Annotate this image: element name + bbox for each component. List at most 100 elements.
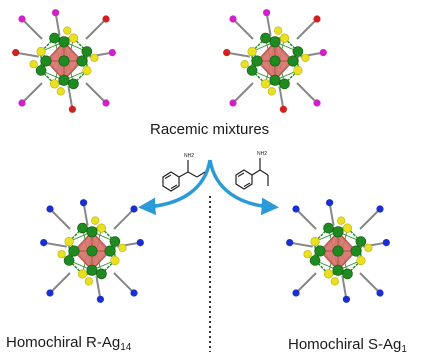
ligand-atom xyxy=(102,15,110,23)
silver-atom xyxy=(355,236,367,247)
silver-atom xyxy=(96,268,107,280)
sulfur-atom xyxy=(49,79,60,89)
clusters-layer xyxy=(12,9,390,303)
cluster-bottom-left xyxy=(40,199,144,303)
ligand-bond xyxy=(43,241,67,248)
cage-bond xyxy=(100,259,116,275)
ligand-bond xyxy=(95,276,102,300)
sulfur-atom xyxy=(64,236,74,247)
sulfur-atom xyxy=(337,216,346,225)
cage-bond xyxy=(68,227,84,243)
sulfur-atom xyxy=(56,87,65,96)
silver-atom xyxy=(314,245,326,257)
ligand-bond xyxy=(265,12,272,36)
ligand-atom xyxy=(326,199,334,207)
ligand-bond xyxy=(113,208,135,230)
silver-atom xyxy=(104,245,116,257)
ligand-bond xyxy=(278,86,285,110)
sulfur-atom xyxy=(84,277,93,286)
cage-bond xyxy=(251,37,267,53)
homochiral-s-label: Homochiral S-Ag1 xyxy=(288,336,407,355)
amine-molecule-left xyxy=(162,160,206,192)
arrow-left xyxy=(138,159,212,216)
ligand-atom xyxy=(382,239,390,247)
silver-atom xyxy=(309,255,321,266)
cage-bond xyxy=(72,37,88,53)
sulfur-atom xyxy=(240,60,249,69)
silver-atom xyxy=(342,268,353,280)
cluster-top-left xyxy=(12,9,116,113)
racemic-mixtures-label: Racemic mixtures xyxy=(150,121,270,138)
silver-atom xyxy=(332,245,344,257)
ligand-bond xyxy=(328,202,335,226)
silver-atom xyxy=(246,65,258,76)
ligand-bond xyxy=(49,272,71,294)
silver-atom xyxy=(332,264,344,276)
ligand-atom xyxy=(292,289,300,297)
ligand-bond xyxy=(359,208,381,230)
sulfur-atom xyxy=(77,269,88,279)
ligand-bond xyxy=(359,272,381,294)
ligand-bond xyxy=(226,51,250,58)
ligand-bond xyxy=(49,208,71,230)
ligand-atom xyxy=(46,289,54,297)
homochiral-r-text: Homochiral R-Ag xyxy=(6,334,121,351)
ligand-atom xyxy=(223,49,231,57)
cage-bond xyxy=(40,69,56,85)
cage-bond xyxy=(346,227,362,243)
cage-bond xyxy=(283,37,299,53)
ligand-atom xyxy=(18,99,26,107)
cage-bond xyxy=(100,227,116,243)
ligand-bond xyxy=(296,82,318,104)
ligand-bond xyxy=(54,12,61,36)
silver-atom xyxy=(68,78,79,90)
sulfur-atom xyxy=(267,87,276,96)
silver-atom xyxy=(76,55,88,67)
ligand-atom xyxy=(342,295,350,303)
silver-atom xyxy=(35,65,47,76)
sulfur-atom xyxy=(260,79,271,89)
ligand-bond xyxy=(341,276,348,300)
silver-atom xyxy=(86,245,98,257)
ligand-atom xyxy=(313,15,321,23)
amine-molecule-right xyxy=(235,158,269,190)
cage-bond xyxy=(314,227,330,243)
sulfur-atom xyxy=(356,255,366,266)
ligand-atom xyxy=(229,99,237,107)
ligand-atom xyxy=(376,289,384,297)
ligand-atom xyxy=(292,205,300,213)
silver-atom xyxy=(58,74,70,86)
sulfur-atom xyxy=(118,243,127,252)
sulfur-atom xyxy=(29,60,38,69)
ligand-atom xyxy=(68,105,76,113)
cage-bond xyxy=(40,37,56,53)
sulfur-atom xyxy=(82,65,92,76)
cage-bond xyxy=(72,69,88,85)
cage-bond xyxy=(251,69,267,85)
ligand-bond xyxy=(85,18,107,40)
silver-atom xyxy=(77,222,88,234)
ligand-atom xyxy=(96,295,104,303)
sulfur-atom xyxy=(279,33,290,43)
homochiral-r-subscript: 14 xyxy=(120,342,132,353)
sulfur-atom xyxy=(364,243,373,252)
silver-atom xyxy=(251,55,263,67)
homochiral-r-label: Homochiral R-Ag14 xyxy=(6,334,131,353)
cage-bond xyxy=(283,69,299,85)
sulfur-atom xyxy=(36,46,46,57)
cluster-top-right xyxy=(223,9,327,113)
sulfur-atom xyxy=(68,33,79,43)
sulfur-atom xyxy=(342,223,353,233)
ligand-atom xyxy=(319,49,327,57)
ligand-atom xyxy=(40,239,48,247)
ligand-bond xyxy=(15,51,39,58)
silver-atom xyxy=(68,245,80,257)
silver-atom xyxy=(350,245,362,257)
ligand-bond xyxy=(82,202,89,226)
ligand-atom xyxy=(376,205,384,213)
sulfur-atom xyxy=(247,46,257,57)
silver-atom xyxy=(109,236,121,247)
ligand-atom xyxy=(12,49,20,57)
ligand-bond xyxy=(232,82,254,104)
